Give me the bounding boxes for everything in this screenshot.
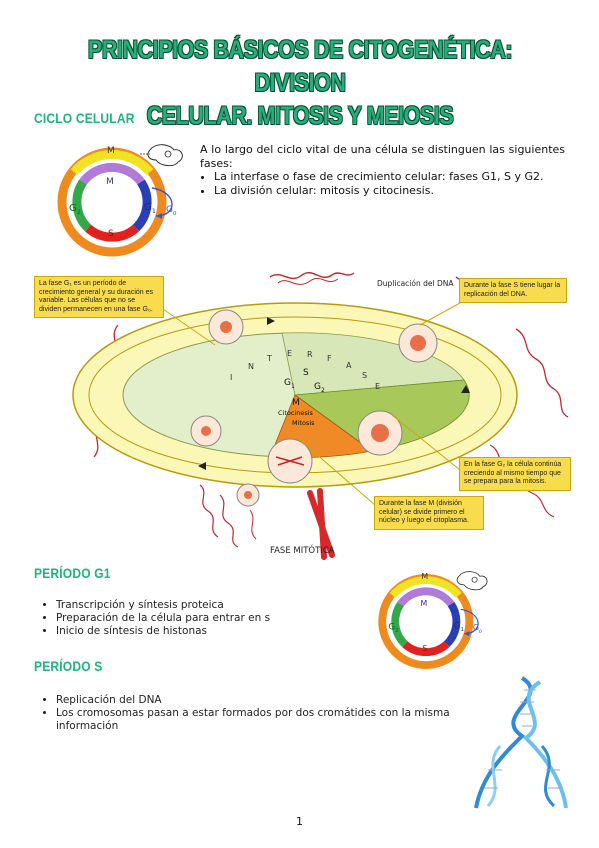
title-line-2: CELULAR. MITOSIS Y MEIOSIS bbox=[146, 102, 454, 130]
g1-item-1: Transcripción y síntesis proteica bbox=[56, 599, 370, 612]
page-number: 1 bbox=[296, 815, 303, 828]
phase-label-mitosis: Mitosis bbox=[292, 419, 315, 427]
callout-m: Durante la fase M (división celular) se … bbox=[374, 496, 484, 530]
label-g2: G bbox=[69, 203, 77, 214]
interfase-letter: N bbox=[248, 362, 254, 371]
section-heading-ciclo: CICLO CELULAR bbox=[34, 110, 135, 126]
label-fase-mitotica: FASE MITÓTICA bbox=[270, 544, 335, 556]
label-m-inner: M bbox=[106, 177, 114, 187]
interfase-letter: F bbox=[327, 354, 332, 363]
ciclo-item-2: La división celular: mitosis y citocines… bbox=[214, 184, 565, 198]
phase-label-g2: G bbox=[314, 382, 321, 392]
s-list: Replicación del DNA Los cromosomas pasan… bbox=[30, 694, 470, 733]
s-item-1: Replicación del DNA bbox=[56, 694, 470, 707]
label-m-outer: M bbox=[107, 146, 115, 156]
callout-s: Durante la fase S tiene lugar la replica… bbox=[459, 278, 567, 304]
label-duplicacion: Duplicación del DNA bbox=[377, 279, 454, 288]
label-g1: G bbox=[144, 202, 152, 213]
ciclo-description: A lo largo del ciclo vital de una célula… bbox=[200, 143, 565, 197]
callout-g1: La fase G₁ es un período de crecimiento … bbox=[34, 276, 164, 319]
phase-label-s: S bbox=[303, 368, 309, 378]
phase-label-citocinesis: Citocinesis bbox=[278, 409, 314, 417]
section-heading-g1: PERÍODO G1 bbox=[34, 565, 111, 581]
g1-item-2: Preparación de la célula para entrar en … bbox=[56, 612, 370, 625]
label-g0-sub: 0 bbox=[479, 629, 482, 635]
g1-list: Transcripción y síntesis proteica Prepar… bbox=[30, 599, 370, 638]
interfase-letter: S bbox=[362, 371, 367, 380]
phase-label-g1: G bbox=[284, 378, 291, 388]
cell-cycle-diagram-top: M M G 2 G 1 G 0 S bbox=[57, 144, 183, 257]
title-line-1: PRINCIPIOS BÁSICOS DE CITOGENÉTICA: DIVI… bbox=[87, 36, 513, 97]
label-m-inner: M bbox=[421, 599, 428, 608]
interfase-letter: T bbox=[266, 354, 272, 363]
label-g0-sub: 0 bbox=[173, 211, 177, 217]
section-heading-s: PERÍODO S bbox=[34, 658, 103, 674]
page-title: PRINCIPIOS BÁSICOS DE CITOGENÉTICA: DIVI… bbox=[59, 34, 541, 133]
label-s: S bbox=[422, 644, 427, 653]
dna-replication-illustration bbox=[474, 676, 568, 809]
ciclo-intro: A lo largo del ciclo vital de una célula… bbox=[200, 143, 565, 170]
interfase-letter: R bbox=[307, 350, 313, 359]
g1-item-3: Inicio de síntesis de histonas bbox=[56, 625, 370, 638]
label-g2: G bbox=[388, 622, 395, 632]
ciclo-item-1: La interfase o fase de crecimiento celul… bbox=[214, 170, 565, 184]
label-g2-sub: 2 bbox=[395, 628, 398, 634]
label-g0: G bbox=[166, 205, 173, 215]
s-item-2: Los cromosomas pasan a estar formados po… bbox=[56, 707, 470, 733]
label-g1: G bbox=[454, 621, 461, 631]
label-s: S bbox=[108, 229, 114, 239]
label-g2-sub: 2 bbox=[77, 209, 81, 216]
interfase-letter: E bbox=[375, 382, 380, 391]
interphase-diagram: I N T E R F A S E G 1 S G 2 M Citocinesi… bbox=[72, 272, 569, 560]
phase-label-g1-sub: 1 bbox=[291, 383, 295, 390]
label-g1-sub: 1 bbox=[461, 627, 464, 633]
cell-cycle-diagram-g1: M M G 2 G 1 G 0 S bbox=[378, 571, 488, 669]
interfase-letter: I bbox=[230, 373, 232, 382]
interfase-letter: E bbox=[287, 349, 292, 358]
phase-label-m: M bbox=[292, 398, 300, 408]
interfase-letter: A bbox=[346, 361, 352, 370]
label-g1-sub: 1 bbox=[152, 208, 156, 215]
phase-label-g2-sub: 2 bbox=[321, 387, 325, 394]
label-g0: G bbox=[473, 623, 479, 632]
label-m-outer: M bbox=[421, 572, 428, 581]
callout-g2: En la fase G₂ la célula continúa crecien… bbox=[459, 457, 571, 491]
